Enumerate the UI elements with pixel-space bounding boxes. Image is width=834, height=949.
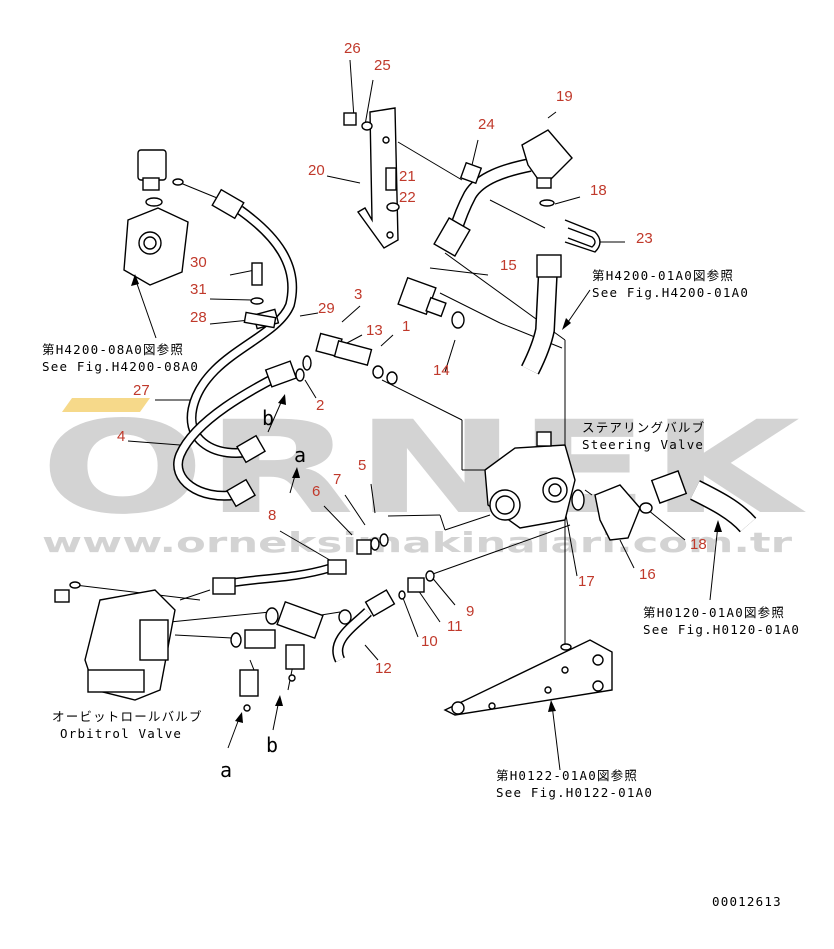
part-number-13: 13 <box>366 322 383 339</box>
part-number-12: 12 <box>375 660 392 677</box>
part-number-22: 22 <box>399 189 416 206</box>
watermark-brand: ORNEK <box>40 394 807 543</box>
part-number-18: 18 <box>690 536 707 553</box>
reference-en: See Fig.H4200-01A0 <box>592 285 749 300</box>
part-number-5: 5 <box>358 457 366 474</box>
part-number-26: 26 <box>344 40 361 57</box>
part-number-25: 25 <box>374 57 391 74</box>
part-number-23: 23 <box>636 230 653 247</box>
watermark-url: www.orneksimakinalari.com.tr <box>42 526 792 559</box>
part-number-24: 24 <box>478 116 495 133</box>
part-number-10: 10 <box>421 633 438 650</box>
part-number-14: 14 <box>433 362 450 379</box>
part-number-18: 18 <box>590 182 607 199</box>
part-number-17: 17 <box>578 573 595 590</box>
orbitrol-valve-en: Orbitrol Valve <box>60 726 182 741</box>
part-number-31: 31 <box>190 281 207 298</box>
part-number-30: 30 <box>190 254 207 271</box>
parts <box>54 107 688 716</box>
reference-caption-h0122-01a0: 第H0122-01A0図参照 See Fig.H0122-01A0 <box>496 768 653 800</box>
part-number-28: 28 <box>190 309 207 326</box>
steering-valve-en: Steering Valve <box>582 437 704 452</box>
part-number-27: 27 <box>133 382 150 399</box>
part-number-2: 2 <box>316 397 324 414</box>
part-number-15: 15 <box>500 257 517 274</box>
drawing-number: 00012613 <box>712 894 782 909</box>
reference-en: See Fig.H0120-01A0 <box>643 622 800 637</box>
part-number-8: 8 <box>268 507 276 524</box>
part-number-1: 1 <box>402 318 410 335</box>
reference-caption-h0120-01a0: 第H0120-01A0図参照 See Fig.H0120-01A0 <box>643 605 800 637</box>
part-number-21: 21 <box>399 168 416 185</box>
steering-valve-jp: ステアリングバルブ <box>582 420 705 435</box>
watermark: ORNEK www.orneksimakinalari.com.tr <box>40 394 807 559</box>
part-number-6: 6 <box>312 483 320 500</box>
reference-arrows <box>131 274 722 771</box>
part-number-16: 16 <box>639 566 656 583</box>
reference-jp: 第H0120-01A0図参照 <box>643 605 785 620</box>
reference-en: See Fig.H0122-01A0 <box>496 785 653 800</box>
connection-a-upper: a <box>294 443 306 467</box>
steering-valve-label: ステアリングバルブ Steering Valve <box>582 420 705 452</box>
part-number-4: 4 <box>117 428 125 445</box>
reference-jp: 第H4200-01A0図参照 <box>592 268 734 283</box>
reference-caption-h4200-08a0: 第H4200-08A0図参照 See Fig.H4200-08A0 <box>42 342 199 374</box>
reference-jp: 第H4200-08A0図参照 <box>42 342 184 357</box>
orbitrol-valve-label: オービットロールバルブ Orbitrol Valve <box>52 709 203 741</box>
connection-b-lower: b <box>266 733 278 757</box>
reference-jp: 第H0122-01A0図参照 <box>496 768 638 783</box>
part-number-9: 9 <box>466 603 474 620</box>
elbow-16 <box>594 484 641 541</box>
orbitrol-valve-jp: オービットロールバルブ <box>52 709 203 724</box>
part-number-11: 11 <box>447 618 463 635</box>
part-number-3: 3 <box>354 286 362 303</box>
part-number-29: 29 <box>318 300 335 317</box>
part-number-7: 7 <box>333 471 341 488</box>
connection-a-lower: a <box>220 758 232 782</box>
mounting-plate <box>443 639 613 716</box>
connection-b-upper: b <box>262 406 274 430</box>
elbow-fitting <box>137 149 167 181</box>
reference-en: See Fig.H4200-08A0 <box>42 359 199 374</box>
reference-caption-h4200-01a0: 第H4200-01A0図参照 See Fig.H4200-01A0 <box>592 268 749 300</box>
elbow-19 <box>521 129 573 183</box>
hoses <box>173 158 757 663</box>
elbow-nut <box>142 177 160 191</box>
part-number-20: 20 <box>308 162 325 179</box>
o-ring <box>172 178 184 186</box>
part-number-19: 19 <box>556 88 573 105</box>
watermark-accent <box>62 398 150 412</box>
